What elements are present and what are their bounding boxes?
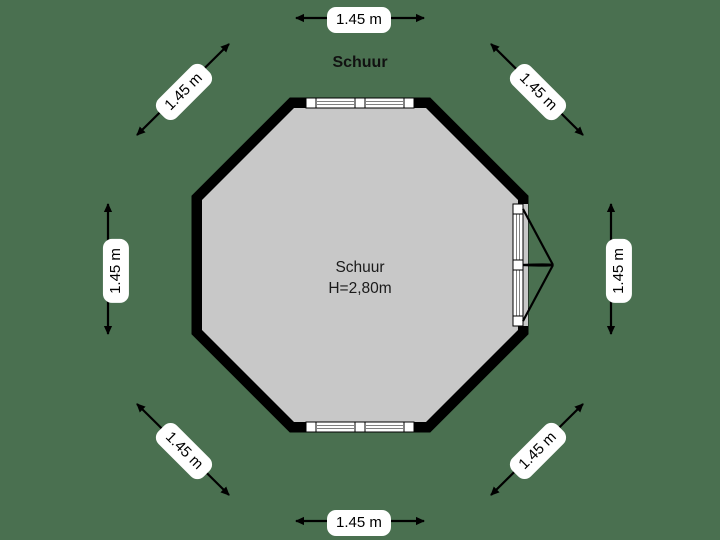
door-right[interactable] [512,203,554,327]
room-label: Schuur H=2,80m [0,258,720,300]
dimension-left: 1.45 m [102,239,129,303]
page-title: Schuur [332,54,388,71]
floor-area [202,108,518,422]
dimension-top: 1.45 m [327,7,391,33]
building-octagon [191,97,529,433]
room-height: H=2,80m [328,279,392,297]
window-bottom[interactable] [305,421,415,433]
dimension-right: 1.45 m [605,239,632,303]
dimension-bottom: 1.45 m [327,510,391,536]
window-top[interactable] [305,97,415,109]
room-name: Schuur [335,259,385,276]
